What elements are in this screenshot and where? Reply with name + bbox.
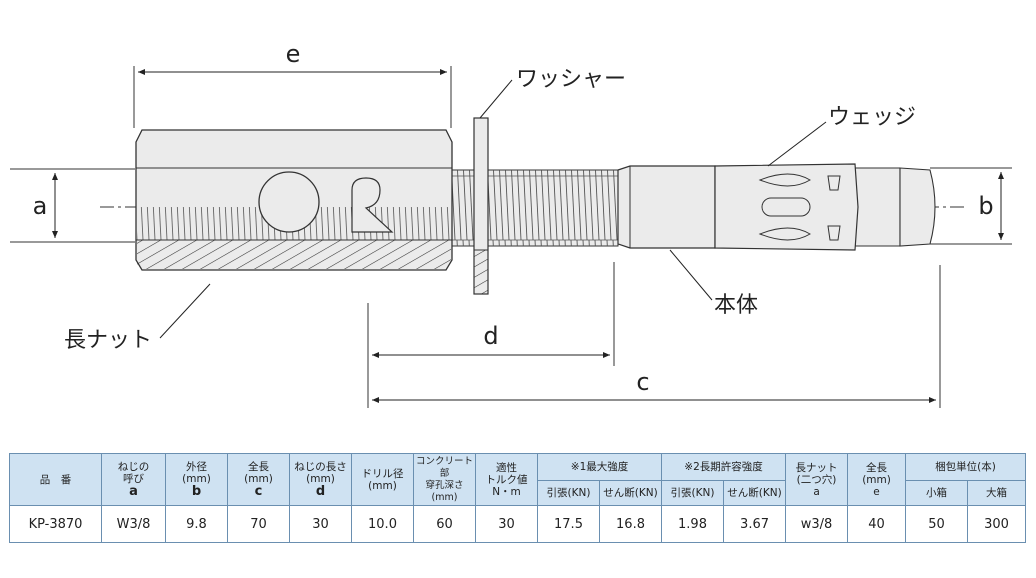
- dim-label-e: e: [286, 40, 301, 68]
- cell-torque: 30: [475, 505, 538, 543]
- cell-total-len: 70: [227, 505, 290, 543]
- th-outer-dia: 外径 (mm)b: [165, 453, 228, 506]
- cell-tension-1: 17.5: [537, 505, 600, 543]
- dimension-b: b: [930, 167, 1012, 245]
- cell-outer-dia: 9.8: [165, 505, 228, 543]
- cell-large-box: 300: [967, 505, 1027, 543]
- table-header-row-2: 引張(KN) せん断(KN) 引張(KN) せん断(KN) 小箱 大箱: [10, 480, 1027, 506]
- long-nut: [135, 129, 453, 271]
- th-torque: 適性 トルク値 N・m: [475, 453, 538, 506]
- cell-nut-total-len: 40: [847, 505, 907, 543]
- cell-small-box: 50: [905, 505, 969, 543]
- th-packing: 梱包単位(本): [905, 453, 1027, 481]
- dim-label-a: a: [33, 192, 48, 220]
- th-nut-total-len: 全長 (mm)e: [847, 453, 907, 506]
- anchor-body: [617, 165, 936, 249]
- th-tension-2: 引張(KN): [661, 480, 725, 506]
- cell-thread-len: 30: [289, 505, 352, 543]
- dimension-a: a: [10, 168, 135, 243]
- th-drill-dia: ドリル径 (mm): [351, 453, 414, 506]
- label-washer: ワッシャー: [516, 67, 626, 92]
- th-shear-2: せん断(KN): [723, 480, 787, 506]
- cell-product: KP-3870: [9, 505, 102, 543]
- dimension-d: d: [367, 262, 615, 366]
- th-tension-1: 引張(KN): [537, 480, 600, 506]
- th-max-strength: ※1最大強度: [536, 453, 663, 481]
- dimension-c: c: [367, 265, 941, 408]
- table-row: KP-3870 W3/8 9.8 70 30 10.0 60 30 17.5 1…: [9, 505, 1027, 543]
- th-thread-len: ねじの長さ (mm)d: [289, 453, 352, 506]
- label-long-nut: 長ナット: [64, 328, 152, 353]
- th-hole-depth: コンクリート部 穿孔深さ (mm): [413, 453, 476, 506]
- cell-long-nut: w3/8: [785, 505, 849, 543]
- th-large-box: 大箱: [967, 480, 1027, 506]
- washer: [473, 117, 489, 295]
- cell-hole-depth: 60: [413, 505, 476, 543]
- wedge-sleeve: [714, 163, 859, 251]
- dim-label-c: c: [636, 368, 649, 396]
- dimension-e: e: [133, 40, 452, 128]
- dim-label-b: b: [978, 192, 993, 220]
- label-wedge: ウェッジ: [828, 105, 916, 130]
- leader-long-nut: 長ナット: [64, 283, 211, 353]
- dim-label-d: d: [483, 322, 498, 350]
- cell-shear-1: 16.8: [598, 505, 663, 543]
- leader-wedge: ウェッジ: [767, 105, 916, 167]
- label-body: 本体: [714, 293, 758, 318]
- anchor-bolt-diagram: e a b: [10, 40, 1012, 408]
- leader-washer: ワッシャー: [479, 67, 626, 119]
- th-total-len: 全長 (mm)c: [227, 453, 290, 506]
- th-long-nut: 長ナット (二つ穴)a: [785, 453, 849, 506]
- cell-drill-dia: 10.0: [351, 505, 414, 543]
- cell-tension-2: 1.98: [661, 505, 725, 543]
- th-allow-strength: ※2長期許容強度: [661, 453, 787, 481]
- cell-thread-call: W3/8: [101, 505, 166, 543]
- cell-shear-2: 3.67: [723, 505, 787, 543]
- th-small-box: 小箱: [905, 480, 969, 506]
- leader-body: 本体: [669, 249, 758, 318]
- th-product: 品 番: [9, 453, 102, 506]
- th-shear-1: せん断(KN): [598, 480, 663, 506]
